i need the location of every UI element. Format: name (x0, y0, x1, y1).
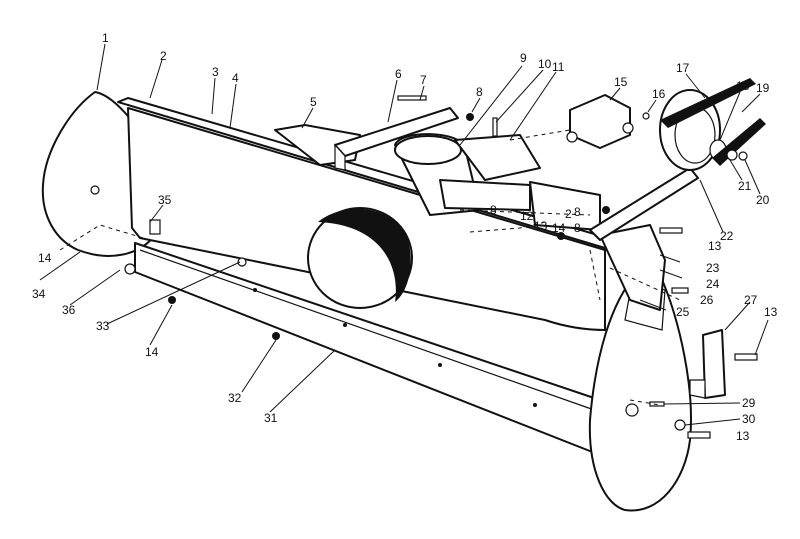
callout-label: 14 (552, 221, 566, 235)
bolt-head-icon (237, 257, 247, 267)
callout-label: 10 (538, 57, 552, 71)
pulley-washer (726, 149, 738, 161)
callout-label: 15 (614, 75, 628, 89)
washer-icon (674, 419, 686, 431)
skid-shoe-face (689, 379, 706, 399)
callout-label: 3 (212, 65, 219, 79)
callout-label: 35 (158, 193, 172, 207)
callout-label: 18 (736, 79, 750, 93)
callout-label: 9 (520, 51, 527, 65)
bolt-icon (687, 431, 711, 439)
callout-label: 19 (756, 81, 770, 95)
left-side-plate-hub (90, 185, 100, 195)
callout-label: 20 (756, 193, 770, 207)
drive-belt-lower (712, 118, 766, 166)
callout-label: 26 (700, 293, 714, 307)
skid-shoe (702, 329, 726, 399)
nut-icon (272, 332, 280, 340)
callout-label: 6 (395, 67, 402, 81)
pulley-nut (738, 151, 748, 161)
callout-label: 33 (96, 319, 110, 333)
washer-icon (642, 112, 650, 120)
chute-opening-shade (318, 208, 411, 302)
bolt-hole (343, 323, 347, 327)
callout-label: 4 (232, 71, 239, 85)
callout-label: 14 (38, 251, 52, 265)
callout-label: 12 (520, 209, 534, 223)
callout-label: 22 (720, 229, 734, 243)
callout-label: 25 (676, 305, 690, 319)
bolt-icon (734, 353, 758, 361)
callout-label: 23 (706, 261, 720, 275)
callout-label: 17 (676, 61, 690, 75)
callout-label: 27 (744, 293, 758, 307)
callout-label: 8 (574, 221, 581, 235)
callout-label: 8 (490, 203, 497, 217)
assembly-line (459, 209, 591, 216)
callout-label: 21 (738, 179, 752, 193)
callout-label: 14 (145, 345, 159, 359)
bolt-icon (492, 117, 498, 137)
bolt-hole (533, 403, 537, 407)
callout-label: 8 (574, 205, 581, 219)
callout-label: 16 (652, 87, 666, 101)
nut-icon (602, 206, 610, 214)
bolt-hole (438, 363, 442, 367)
callout-label: 30 (742, 412, 756, 426)
callout-label: 34 (32, 287, 46, 301)
callout-label: 2 (160, 49, 167, 63)
gearbox (569, 94, 631, 149)
bolt-icon (397, 95, 427, 101)
callout-label: 11 (552, 60, 565, 74)
impeller-plate (454, 134, 541, 181)
callout-label: 29 (742, 396, 756, 410)
impeller-top (394, 135, 462, 165)
bolt-icon (659, 227, 683, 234)
callout-label: 31 (264, 411, 278, 425)
assembly-line (469, 221, 546, 233)
callout-label: 24 (706, 277, 720, 291)
upper-brace-flange (334, 143, 346, 171)
bolt-icon (671, 287, 689, 294)
assembly-line (59, 224, 151, 251)
nut-icon (466, 113, 474, 121)
bolt-icon (149, 219, 161, 235)
callout-label: 8 (476, 85, 483, 99)
callout-label: 2 (565, 207, 572, 221)
callout-label: 5 (310, 95, 317, 109)
assembly-line (609, 267, 681, 301)
right-side-plate (588, 269, 692, 512)
drive-belt (660, 78, 756, 128)
assembly-line (629, 399, 661, 406)
assembly-line (589, 249, 601, 301)
scraper-bar-edge (139, 249, 601, 413)
nut-icon (557, 232, 565, 240)
drive-arm (589, 167, 699, 241)
gearbox-shaft (622, 122, 634, 134)
callout-label: 1 (102, 31, 109, 45)
callout-label: 13 (708, 239, 722, 253)
assembly-line (509, 129, 571, 141)
lower-frame (439, 179, 531, 211)
callout-label: 13 (534, 219, 548, 233)
callout-label: 13 (736, 429, 750, 443)
leader-lines (39, 43, 769, 426)
gearbox-input (566, 131, 578, 143)
callout-label: 13 (764, 305, 778, 319)
callout-label: 32 (228, 391, 242, 405)
nut-icon (168, 296, 176, 304)
side-gusset (599, 224, 666, 311)
bolt-hole (253, 288, 257, 292)
bolt-head-icon (124, 263, 136, 275)
callout-label: 36 (62, 303, 76, 317)
callouts: 1 2 3 4 5 6 7 8 9 10 11 15 16 17 18 19 2… (32, 31, 778, 443)
right-plate-hub (625, 403, 639, 417)
callout-label: 7 (420, 73, 427, 87)
